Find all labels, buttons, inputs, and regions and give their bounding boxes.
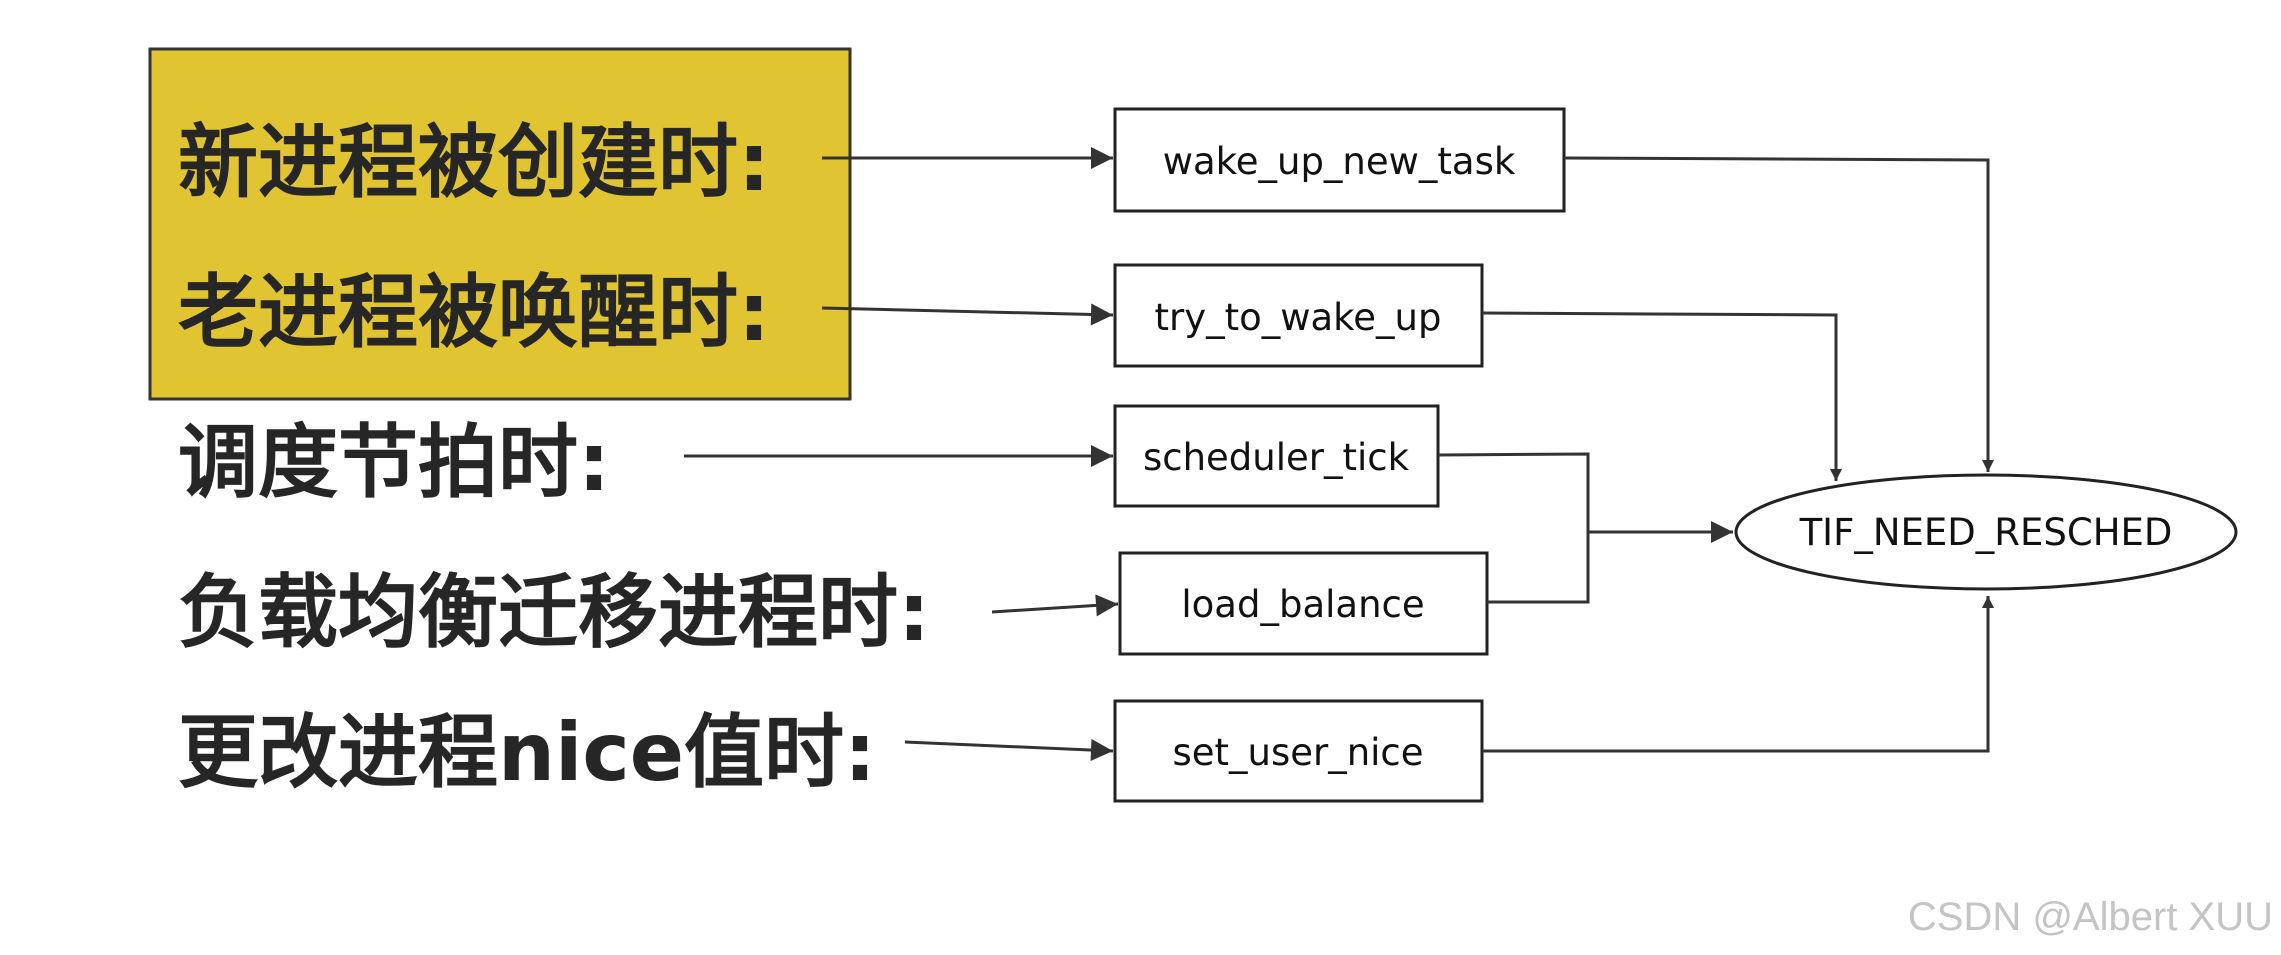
function-label-scheduler-tick: scheduler_tick	[1143, 436, 1410, 479]
function-box-set-user-nice	[1113, 699, 1484, 803]
arrow-nice	[904, 739, 1114, 762]
arrow-balance	[991, 594, 1119, 617]
event-label-new-task: 新进程被创建时:	[178, 116, 770, 209]
flag-node	[1734, 473, 2238, 591]
function-label-load-balance: load_balance	[1181, 583, 1424, 626]
event-label-wake-up: 老进程被唤醒时:	[178, 266, 770, 359]
connector-wake-up-new-task	[1563, 156, 1994, 472]
function-box-wake-up-new-task	[1113, 107, 1566, 213]
flag-label: TIF_NEED_RESCHED	[1799, 511, 2173, 554]
function-box-scheduler-tick	[1113, 404, 1440, 508]
arrow-wake-up	[821, 303, 1114, 326]
connector-set-user-nice	[1482, 596, 1994, 753]
watermark-text: CSDN @Albert XUU	[1908, 895, 2273, 939]
function-label-try-to-wake-up: try_to_wake_up	[1154, 296, 1441, 339]
function-label-set-user-nice: set_user_nice	[1172, 731, 1423, 774]
event-label-tick: 调度节拍时:	[178, 416, 610, 509]
function-label-wake-up-new-task: wake_up_new_task	[1163, 140, 1516, 183]
connector-try-to-wake-up	[1481, 311, 1842, 481]
function-box-try-to-wake-up	[1113, 263, 1484, 368]
event-label-nice: 更改进程nice值时:	[178, 706, 876, 799]
connector-load-balance	[1487, 532, 1590, 604]
event-label-balance: 负载均衡迁移进程时:	[178, 566, 930, 659]
highlight-box	[148, 47, 852, 401]
connector-scheduler-tick	[1437, 452, 1590, 532]
